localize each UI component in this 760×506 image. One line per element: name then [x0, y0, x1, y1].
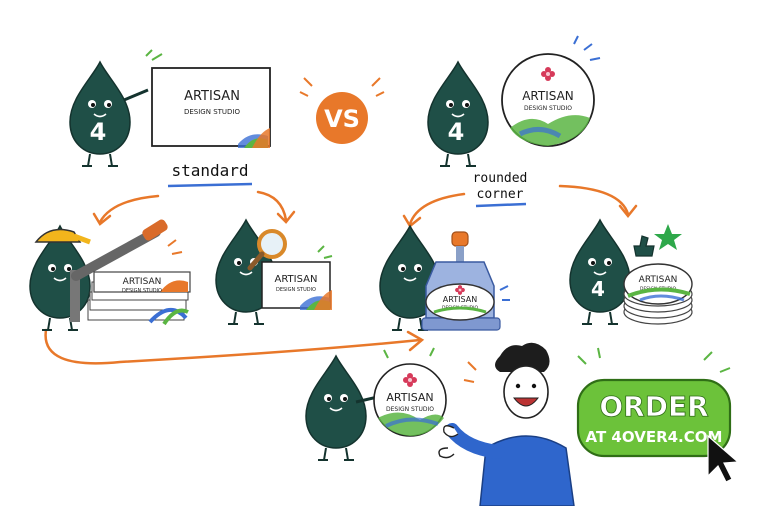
label-standard: standard: [171, 161, 248, 180]
arrow-to-handoff: [44, 328, 422, 365]
mascot-label: 4: [448, 118, 465, 146]
standard-card-small: ARTISAN DESIGN STUDIO: [261, 245, 333, 310]
mascot-label: 4: [591, 277, 605, 301]
pointer-cursor-icon: [707, 434, 740, 483]
order-cta-subtitle: AT 4OVER4.COM: [586, 428, 723, 446]
happy-person: [438, 342, 575, 506]
label-rounded: rounded: [473, 171, 528, 186]
mascot-thumbs-up: 4: [569, 219, 631, 325]
mascot-with-cap: [29, 225, 91, 331]
card-subtitle: DESIGN STUDIO: [276, 287, 316, 293]
card-title: ARTISAN: [123, 277, 162, 287]
thumbs-up-icon: [633, 235, 655, 257]
mascot-top-left: 4: [69, 61, 149, 167]
paper-cutter-icon: ARTISAN DESIGN STUDIO: [70, 219, 191, 326]
label-rounded-underline: [475, 202, 527, 208]
rounded-card-large: ARTISAN DESIGN STUDIO: [501, 35, 601, 147]
card-subtitle: DESIGN STUDIO: [122, 288, 162, 294]
mascot-top-right: 4: [427, 61, 489, 167]
card-subtitle: DESIGN STUDIO: [386, 406, 434, 413]
mascot-label: 4: [90, 118, 107, 146]
arrow-to-stack: [558, 184, 630, 216]
arrow-to-inspect: [256, 190, 288, 222]
card-title: ARTISAN: [639, 275, 678, 285]
standard-card-large: ARTISAN DESIGN STUDIO: [145, 49, 271, 148]
magnifier-icon: [247, 229, 287, 271]
label-standard-underline: [167, 182, 253, 188]
vs-badge: VS: [299, 77, 385, 144]
card-subtitle: DESIGN STUDIO: [184, 108, 241, 116]
order-cta-title: ORDER: [599, 390, 708, 423]
card-title: ARTISAN: [184, 89, 240, 104]
order-cta-button[interactable]: ORDER AT 4OVER4.COM: [576, 347, 732, 458]
card-title: ARTISAN: [275, 274, 318, 285]
arrow-to-cutter: [98, 194, 160, 224]
card-subtitle: DESIGN STUDIO: [524, 105, 572, 112]
mascot-handing-card: [305, 355, 383, 461]
rounded-card-handoff: ARTISAN DESIGN STUDIO: [373, 347, 447, 437]
arrow-to-punch: [408, 192, 466, 226]
card-title: ARTISAN: [522, 89, 574, 103]
card-title: ARTISAN: [386, 391, 433, 404]
vs-label: VS: [324, 105, 360, 133]
corner-punch-icon: ARTISAN DESIGN STUDIO: [421, 231, 510, 331]
rounded-card-stack: ARTISAN DESIGN STUDIO: [623, 263, 693, 325]
card-title: ARTISAN: [443, 295, 477, 304]
label-corner: corner: [477, 187, 524, 202]
star-icon: [654, 224, 682, 250]
